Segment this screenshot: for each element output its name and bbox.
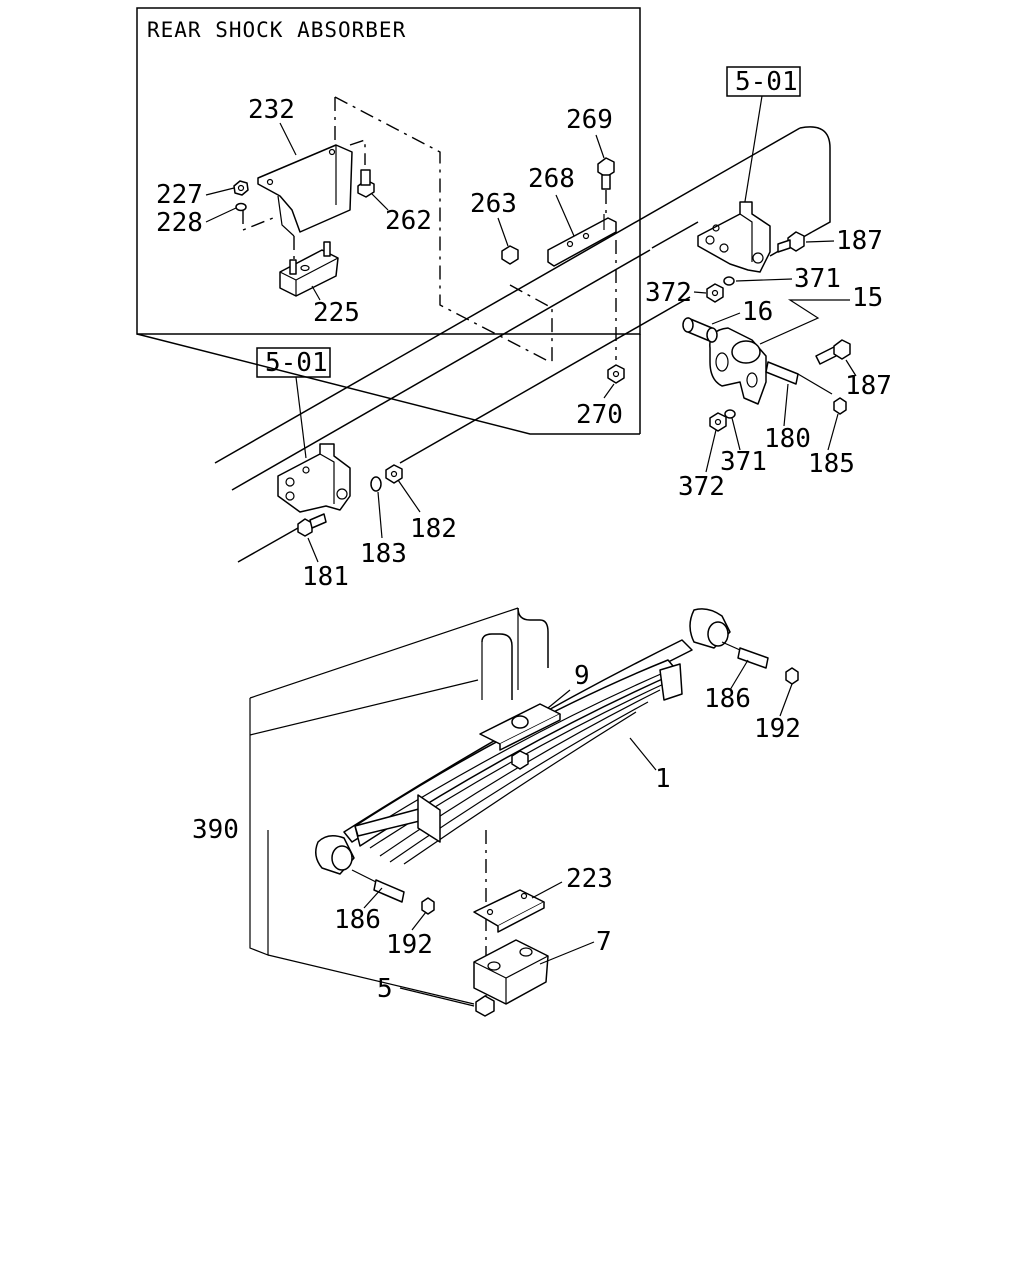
frame-rail [214,126,831,563]
label-186-front: 186 [704,684,751,714]
reference-top-text: 5-01 [735,67,798,97]
label-223: 223 [566,864,613,894]
shackle-15 [709,327,767,405]
pin-186-rear [351,869,405,903]
label-192-front: 192 [754,714,801,744]
spring-eye-rear [315,835,355,875]
bolt-181 [297,513,327,537]
label-372-lower: 372 [678,472,725,502]
label-232: 232 [248,95,295,125]
grease-192-rear [421,897,435,915]
label-187-lower: 187 [845,371,892,401]
grease-nipple-185 [833,397,847,415]
front-hanger-bracket [697,201,771,273]
nut-270 [607,364,625,384]
label-1: 1 [655,764,671,794]
label-263: 263 [470,189,517,219]
label-186-rear: 186 [334,905,381,935]
rear-shock-absorber-inset: REAR SHOCK ABSORBER [136,7,641,435]
nut-263 [501,245,519,265]
label-262: 262 [385,206,432,236]
label-390: 390 [192,815,239,845]
label-182: 182 [410,514,457,544]
washer-228 [235,202,247,212]
label-181: 181 [302,562,349,592]
nut-227 [233,180,249,196]
reference-box-left: 5-01 [256,347,331,459]
bolt-187-lower [815,339,851,365]
label-371-lower: 371 [720,447,767,477]
washer-371-lower [724,409,736,419]
nut-5 [475,995,495,1017]
label-9: 9 [574,661,590,691]
bolt-269 [597,157,615,190]
nut-372-upper [706,283,724,303]
washer-371-upper [723,276,735,286]
pin-180 [765,361,833,395]
rubber-mount-225 [279,241,339,297]
spring-seat-7 [473,939,549,1005]
bolt-262 [357,169,375,198]
shock-bracket-232 [257,144,353,237]
pin-186-front [721,641,769,669]
label-371-upper: 371 [794,264,841,294]
label-225: 225 [313,298,360,328]
label-185: 185 [808,449,855,479]
label-228: 228 [156,208,203,238]
center-bolt-nut [511,750,529,770]
bushing-16 [682,317,718,343]
grease-192-front [785,667,799,685]
reference-left-text: 5-01 [265,348,328,378]
bolt-187-upper [777,231,805,253]
spring-eye-front [689,608,731,649]
label-7: 7 [596,927,612,957]
nut-372-lower [709,412,727,432]
label-227: 227 [156,180,203,210]
label-270: 270 [576,400,623,430]
label-269: 269 [566,105,613,135]
bracket-268 [547,214,617,267]
inset-title: REAR SHOCK ABSORBER [147,18,406,42]
spacer-plate-9 [479,703,561,751]
label-180: 180 [764,424,811,454]
label-5: 5 [377,974,393,1004]
label-16: 16 [742,297,773,327]
rear-hanger-bracket [277,443,351,513]
label-183: 183 [360,539,407,569]
label-15: 15 [852,283,883,313]
reference-box-top: 5-01 [726,66,801,221]
plate-223 [473,889,545,933]
label-187-upper: 187 [836,226,883,256]
label-372-upper: 372 [645,278,692,308]
label-192-rear: 192 [386,930,433,960]
label-268: 268 [528,164,575,194]
nut-182 [385,464,403,484]
washer-183 [370,476,382,492]
leaf-spring-assembly [249,607,799,1017]
